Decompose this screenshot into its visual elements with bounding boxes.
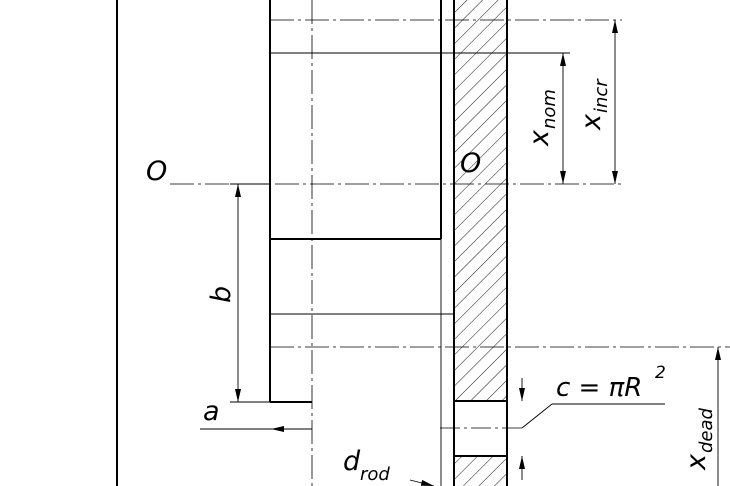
svg-text:x: x	[681, 453, 712, 471]
leader-d-rod	[409, 479, 435, 486]
svg-text:x: x	[576, 113, 607, 131]
hatched-wall-upper	[454, 0, 507, 401]
svg-text:b: b	[206, 286, 237, 303]
svg-text:x: x	[524, 129, 555, 147]
svg-text:nom: nom	[539, 89, 560, 129]
svg-text:d: d	[343, 446, 361, 477]
label-c-formula: c = πR 2	[556, 363, 666, 403]
svg-text:rod: rod	[360, 464, 390, 485]
label-axis-left: O	[146, 156, 167, 187]
hatched-wall-lower	[454, 456, 507, 486]
leader-c-diag	[521, 403, 553, 429]
svg-text:2: 2	[655, 363, 666, 383]
label-x-incr: x incr	[576, 78, 612, 131]
svg-text:incr: incr	[591, 78, 612, 113]
label-d-rod: d rod	[343, 446, 390, 485]
svg-text:dead: dead	[696, 407, 717, 453]
label-b: b	[206, 286, 237, 303]
label-x-dead: x dead	[681, 407, 717, 471]
svg-text:c = πR: c = πR	[556, 373, 642, 403]
label-axis-right: O	[460, 148, 481, 179]
label-x-nom: x nom	[524, 89, 560, 147]
label-a: a	[203, 396, 220, 427]
